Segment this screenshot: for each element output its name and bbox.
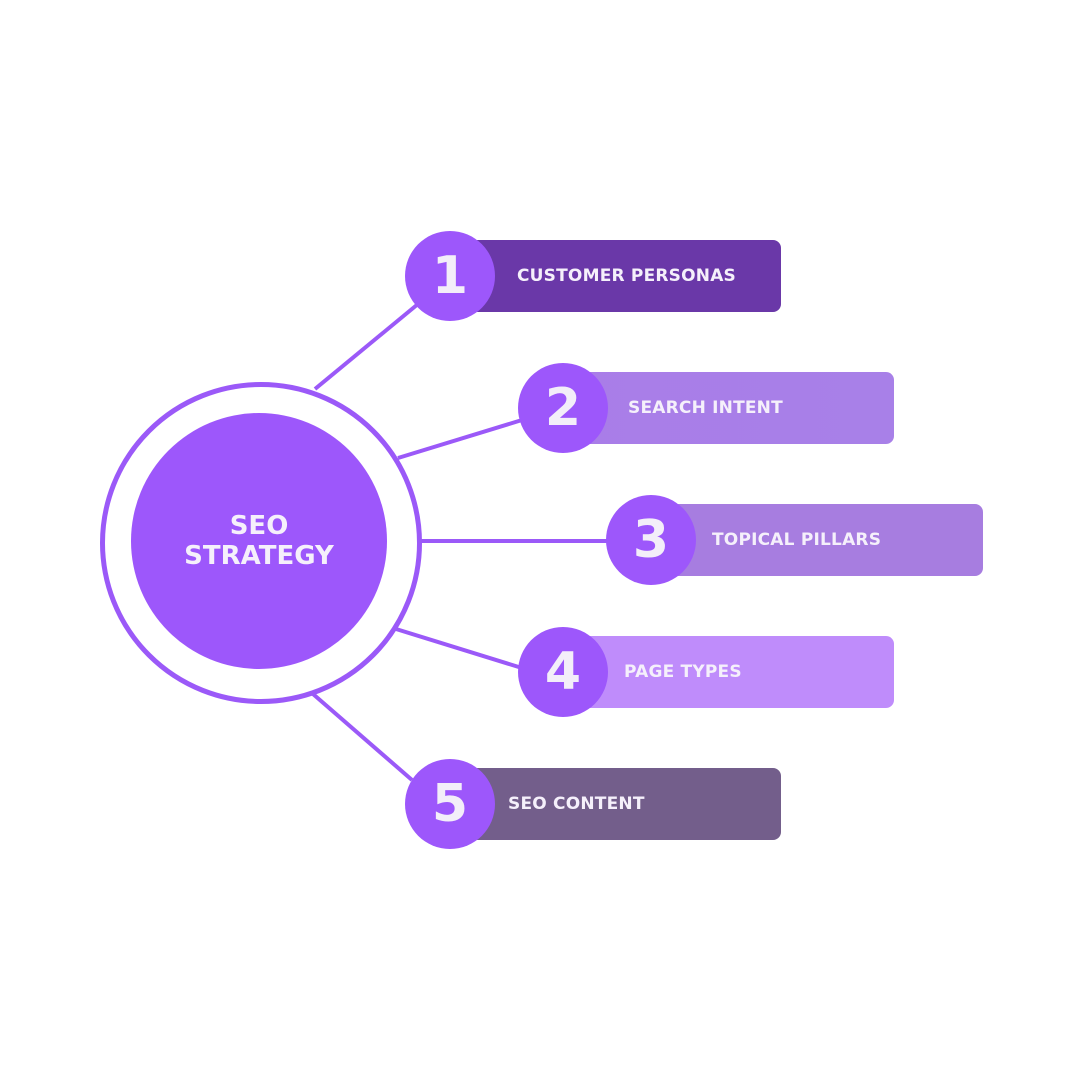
step-4-box: PAGE TYPES	[575, 636, 894, 708]
hub-title-line2: STRATEGY	[184, 541, 334, 571]
step-3-box: TOPICAL PILLARS	[665, 504, 983, 576]
connector-4	[395, 627, 523, 670]
connector-5	[311, 692, 414, 782]
step-5-number: 5	[405, 759, 495, 849]
connector-1	[313, 302, 420, 391]
hub-title-line1: SEO	[229, 511, 289, 541]
step-2-number: 2	[518, 363, 608, 453]
step-3-number: 3	[606, 495, 696, 585]
step-1-box: CUSTOMER PERSONAS	[460, 240, 781, 312]
step-3-label: TOPICAL PILLARS	[712, 530, 882, 550]
step-2-label: SEARCH INTENT	[628, 398, 783, 418]
step-5-label: SEO CONTENT	[508, 794, 645, 814]
step-4-label: PAGE TYPES	[624, 662, 742, 682]
hub-ring	[100, 382, 422, 704]
step-4-number: 4	[518, 627, 608, 717]
hub-circle: SEO STRATEGY	[131, 413, 387, 669]
step-5-box: SEO CONTENT	[460, 768, 781, 840]
step-1-label: CUSTOMER PERSONAS	[517, 266, 736, 286]
step-1-number: 1	[405, 231, 495, 321]
connector-2	[397, 418, 523, 460]
step-2-box: SEARCH INTENT	[575, 372, 894, 444]
